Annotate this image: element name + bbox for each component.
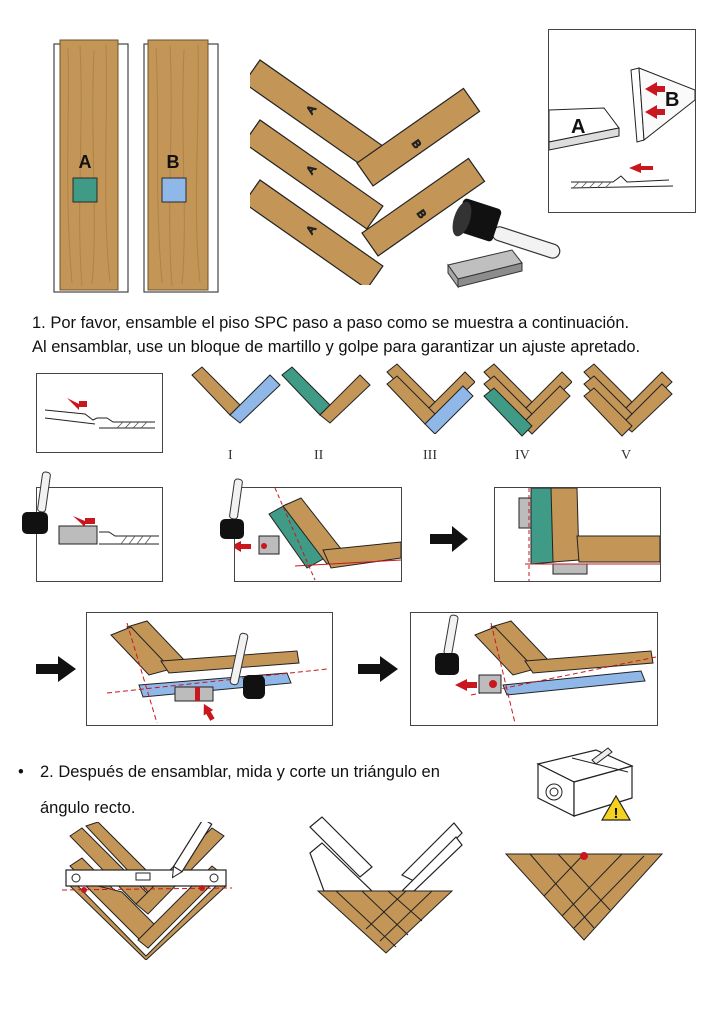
stage-3-diagram [386,363,475,434]
detail-label-a: A [571,116,585,138]
step2-line1: 2. Después de ensamblar, mida y corte un… [40,763,440,781]
plank-a-label: A [79,152,92,172]
push-joint-detail-svg [44,398,155,429]
stage-label-3: III [423,448,437,463]
corner-assembly-box-1 [231,487,402,582]
stage-5-diagram [583,363,673,437]
plank-b-illustration: B [143,39,219,293]
step1-line1: 1. Por favor, ensamble el piso SPC paso … [32,314,630,332]
stage-label-2: II [314,448,324,463]
corner-assembly-box-2 [494,487,661,582]
detail-label-b: B [665,89,679,111]
stage-label-5: V [621,448,632,463]
push-joint-detail-box [36,373,163,453]
final-triangle-illustration [504,852,664,941]
click-lock-detail-svg: A B [548,67,696,189]
step2-line2: ángulo recto. [40,799,136,817]
final-assembly-box-1 [86,612,333,726]
next-arrow-3 [358,656,398,682]
final-assembly-box-2 [410,612,658,726]
measure-and-mark-illustration [62,822,233,960]
stage-2-diagram [281,366,371,424]
step2-bullet: • [18,763,24,781]
final-assembly-svg-1 [106,620,328,724]
next-arrow-1 [430,526,468,552]
stage-1-diagram [191,366,281,424]
mallet-and-block-illustration [447,198,561,289]
corner-assembly-svg-2 [518,487,661,581]
stage-label-4: IV [515,448,530,463]
plank-a-illustration: A [53,39,129,293]
step1-line2: Al ensamblar, use un bloque de martillo … [32,338,641,356]
click-lock-detail-box: A B [548,29,696,213]
tapping-block-svg [58,516,159,545]
plank-b-label: B [167,152,180,172]
mallet-icon-1 [22,471,51,534]
tapping-block-box [36,487,163,582]
herringbone-planks-illustration: A A A B B [250,59,486,285]
stage-label-1: I [228,448,233,463]
table-saw-warning-illustration: ! [536,747,634,822]
stage-4-diagram [483,363,572,437]
final-assembly-svg-2 [435,614,657,724]
corner-assembly-svg-1 [231,487,402,581]
warning-icon: ! [614,805,619,822]
next-arrow-2 [36,656,76,682]
mallet-icon-2 [220,478,244,539]
cut-pieces-illustration [309,816,463,954]
